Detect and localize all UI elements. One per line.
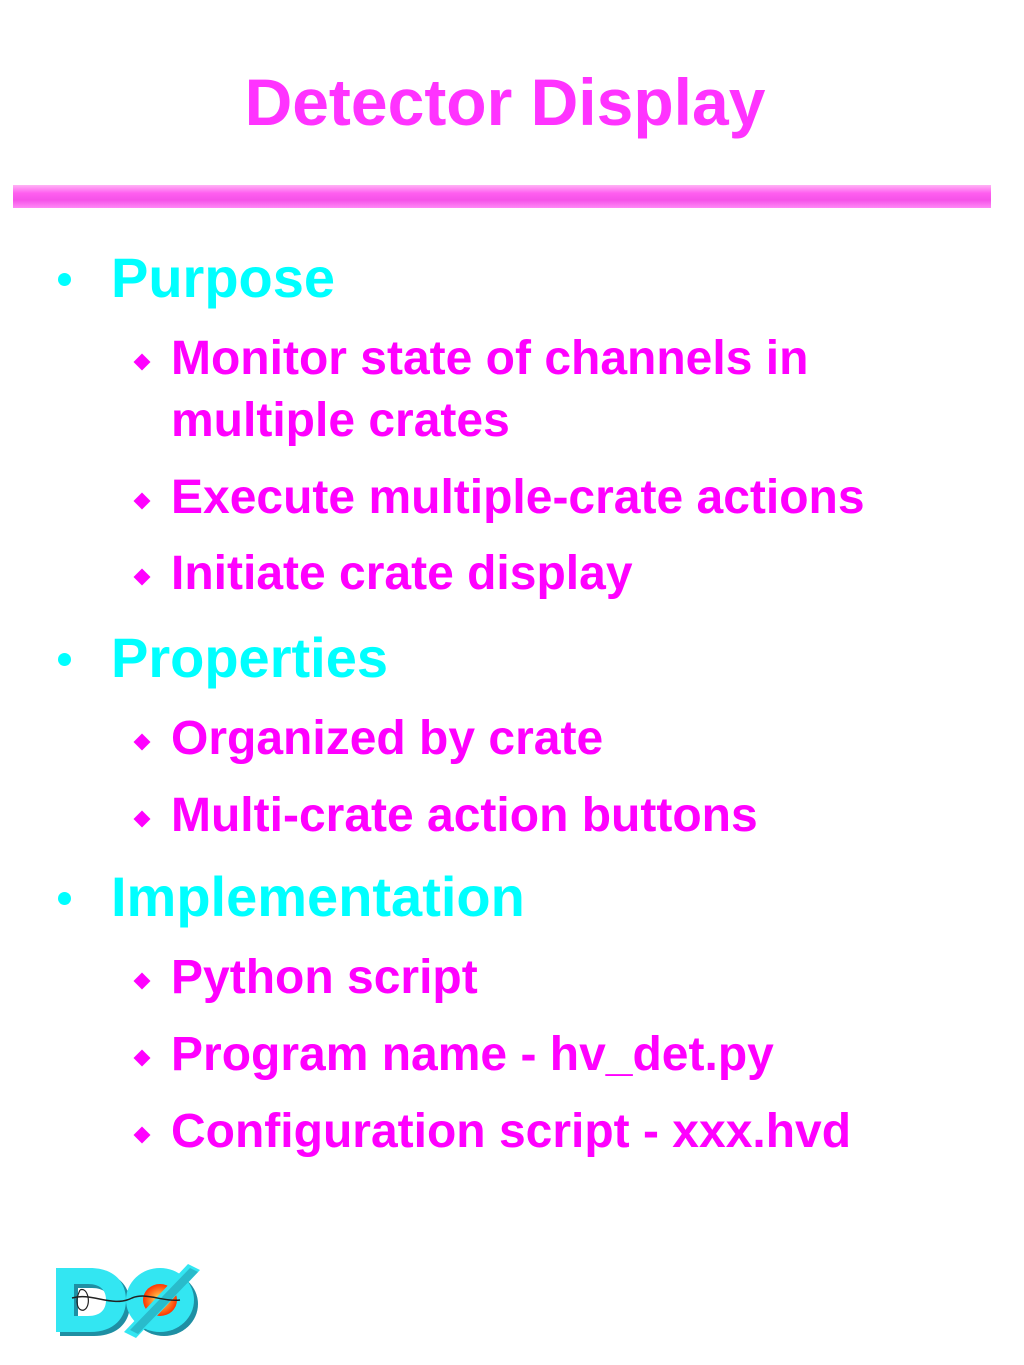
round-bullet-icon <box>58 273 71 286</box>
d0-experiment-logo-icon <box>56 1264 200 1338</box>
diamond-bullet-icon <box>133 1126 151 1144</box>
diamond-bullet-icon <box>133 1049 151 1067</box>
list-item-text: Program name - hv_det.py <box>171 1028 774 1081</box>
round-bullet-icon <box>58 892 71 905</box>
section-heading-text: Implementation <box>111 865 525 928</box>
list-item-text: Initiate crate display <box>171 547 633 600</box>
diamond-bullet-icon <box>133 353 151 371</box>
slide-title: Detector Display <box>244 65 766 139</box>
diamond-bullet-icon <box>133 810 151 828</box>
diamond-bullet-icon <box>133 733 151 751</box>
diamond-bullet-icon <box>133 492 151 510</box>
list-item-text: Configuration script - xxx.hvd <box>171 1105 852 1158</box>
section-heading-text: Properties <box>111 626 388 689</box>
list-item-text: Execute multiple-crate actions <box>171 471 865 524</box>
list-item-text: Organized by crate <box>171 712 604 765</box>
list-item-text: Multi-crate action buttons <box>171 789 758 842</box>
diamond-bullet-icon <box>133 972 151 990</box>
diamond-bullet-icon <box>133 568 151 586</box>
title-divider <box>13 185 991 208</box>
list-item-text: Monitor state of channels in <box>171 332 809 385</box>
round-bullet-icon <box>58 653 71 666</box>
list-item-text: Python script <box>171 951 478 1004</box>
section-heading-text: Purpose <box>111 246 336 309</box>
list-item-text: multiple crates <box>171 394 510 447</box>
